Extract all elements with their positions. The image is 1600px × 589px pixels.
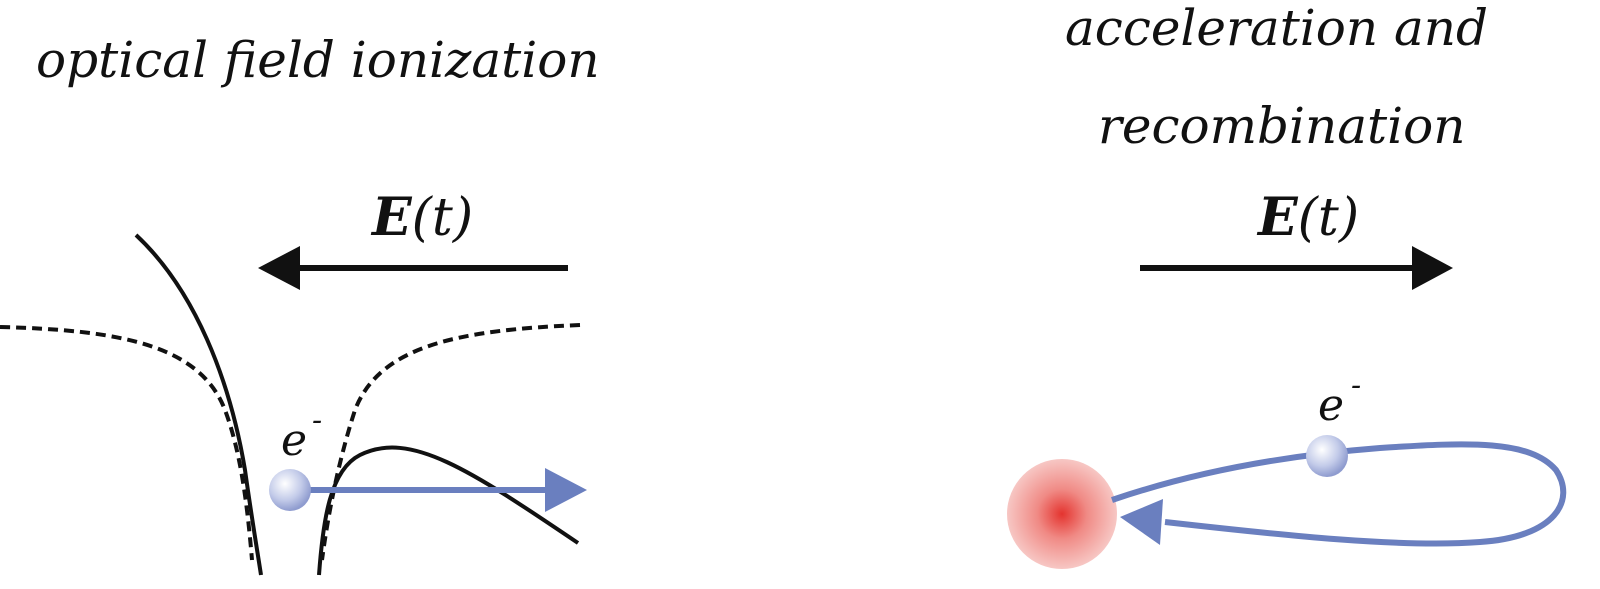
right-panel-title-line1: acceleration and <box>1065 0 1488 57</box>
right-field-label-arg: (t) <box>1298 188 1359 248</box>
distorted-potential-left-wall <box>134 233 263 576</box>
left-field-label-arg: (t) <box>412 188 473 248</box>
left-field-label-main: E <box>370 187 413 248</box>
right-field-label: E(t) <box>1256 187 1359 248</box>
unperturbed-potential-dashed-right <box>320 323 581 561</box>
right-panel: acceleration and recombination E(t) e - <box>1007 0 1567 569</box>
right-field-label-main: E <box>1256 187 1299 248</box>
distorted-potential-barrier <box>317 445 580 576</box>
left-electron-charge: - <box>312 403 322 438</box>
right-electron-label: e <box>1318 380 1344 431</box>
right-electron-charge: - <box>1351 368 1361 403</box>
left-electron-label: e <box>281 415 307 466</box>
left-panel-title: optical field ionization <box>36 31 600 89</box>
left-panel: optical field ionization E(t) e - <box>0 31 600 576</box>
left-field-arrow <box>258 246 568 290</box>
recombination-trajectory-arrow <box>1111 441 1567 547</box>
left-electron <box>269 469 311 511</box>
right-electron <box>1306 435 1348 477</box>
parent-ion <box>1007 459 1117 569</box>
right-panel-title-line2: recombination <box>1098 97 1465 155</box>
unperturbed-potential-dashed-left <box>0 325 254 561</box>
right-field-arrow <box>1140 246 1453 290</box>
tunneling-trajectory-arrow <box>290 468 587 512</box>
left-field-label: E(t) <box>370 187 473 248</box>
